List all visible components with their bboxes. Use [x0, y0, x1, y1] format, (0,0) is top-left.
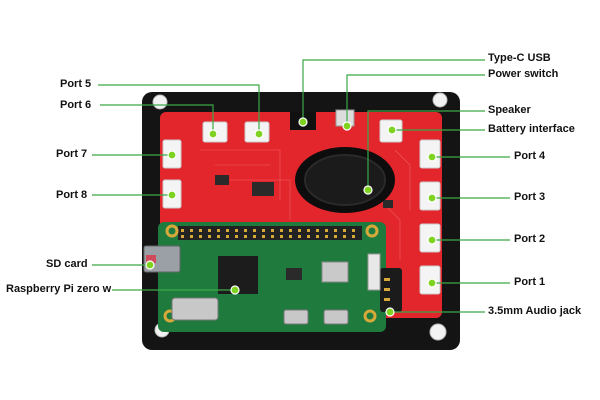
label-port1: Port 1 — [514, 276, 546, 288]
gpio-header — [178, 226, 362, 240]
marker-battery — [387, 125, 397, 135]
marker-audio — [385, 307, 395, 317]
label-speaker: Speaker — [488, 104, 531, 116]
label-battery: Battery interface — [488, 123, 575, 135]
label-typec: Type-C USB — [488, 52, 551, 64]
marker-rpi — [230, 285, 240, 295]
marker-port6 — [208, 129, 218, 139]
label-port4: Port 4 — [514, 150, 546, 162]
label-port6: Port 6 — [60, 99, 92, 111]
micro-usb-power-port — [323, 309, 349, 325]
label-port8: Port 8 — [56, 189, 88, 201]
leader-lines — [92, 59, 510, 313]
label-power: Power switch — [488, 68, 559, 80]
marker-port3 — [427, 193, 437, 203]
marker-port8 — [167, 190, 177, 200]
label-rpi: Raspberry Pi zero w — [6, 283, 112, 295]
micro-usb-port — [283, 309, 309, 325]
label-port3: Port 3 — [514, 191, 546, 203]
label-port5: Port 5 — [60, 78, 92, 90]
label-port7: Port 7 — [56, 148, 88, 160]
camera-connector — [367, 253, 381, 291]
marker-typec — [298, 117, 308, 127]
marker-dots — [145, 117, 437, 317]
pi-mount-holes — [163, 224, 379, 323]
label-sdcard: SD card — [46, 258, 88, 270]
board-chip — [252, 182, 274, 196]
wifi-module — [321, 261, 349, 283]
label-port2: Port 2 — [514, 233, 546, 245]
marker-speaker — [363, 185, 373, 195]
marker-port7 — [167, 150, 177, 160]
marker-port1 — [427, 278, 437, 288]
label-audio: 3.5mm Audio jack — [488, 305, 582, 317]
marker-port4 — [427, 152, 437, 162]
marker-port2 — [427, 235, 437, 245]
marker-port5 — [254, 129, 264, 139]
audio-jack — [380, 268, 402, 312]
mini-hdmi-port — [171, 297, 219, 321]
marker-power — [342, 121, 352, 131]
marker-sdcard — [145, 260, 155, 270]
